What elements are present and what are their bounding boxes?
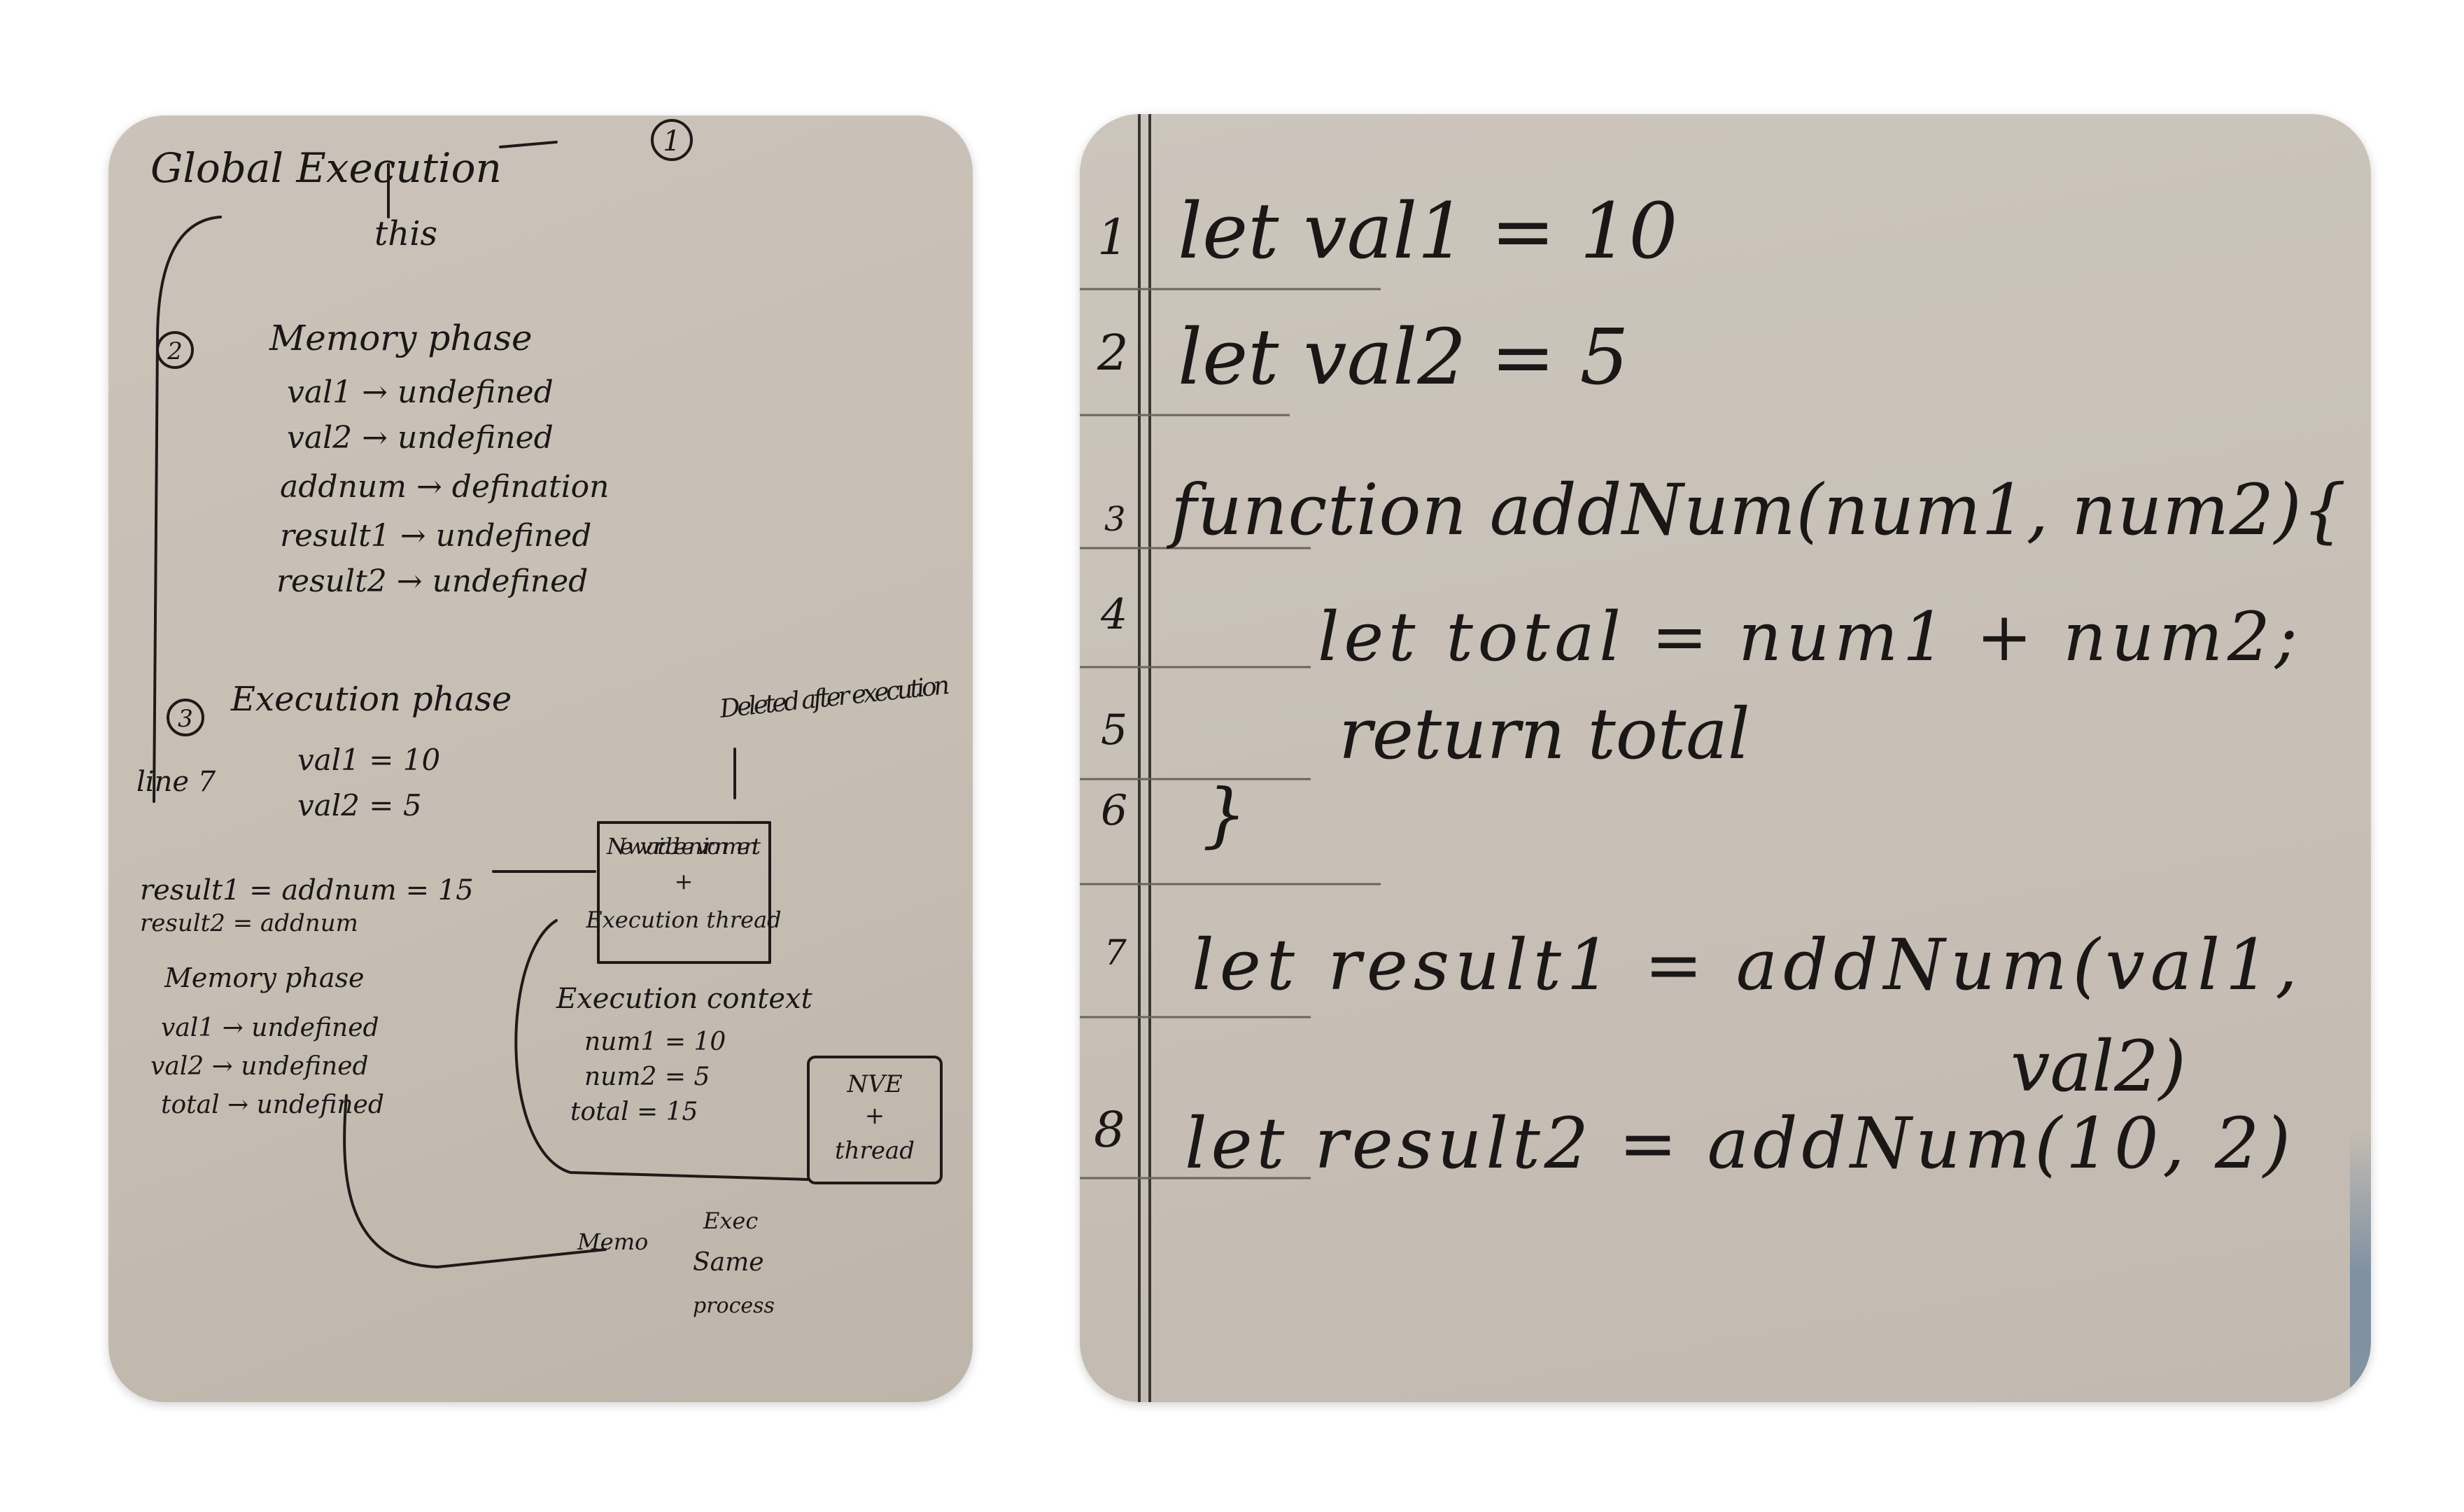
memory-connector <box>343 1094 607 1268</box>
execution-phase-heading: Execution phase <box>230 680 512 719</box>
exec-context-line-1: num1 = 10 <box>584 1028 726 1056</box>
exec-context-line-2: num2 = 5 <box>584 1063 710 1091</box>
line-number-4: 4 <box>1100 590 1127 639</box>
left-notebook-page: Global Execution 1 this 2 Memory phase v… <box>108 115 973 1402</box>
code-line-3: function addNum(num1, num2){ <box>1166 469 2346 551</box>
line-number-2: 2 <box>1097 324 1129 382</box>
footer-note-1: Same <box>693 1248 764 1277</box>
memory-phase-heading: Memory phase <box>269 318 533 358</box>
code-line-1: let val1 = 10 <box>1178 186 1677 276</box>
line-number-7: 7 <box>1104 932 1127 973</box>
code-line-2: let val2 = 5 <box>1178 312 1628 402</box>
code-line-4: let total = num1 + num2; <box>1318 598 2297 676</box>
code-line-6: } <box>1202 774 1247 855</box>
footer-label-exec: Exec <box>703 1208 758 1234</box>
nve-text-1: NVE <box>846 1070 902 1098</box>
box-text-1: New variable environment <box>606 833 761 860</box>
footer-label-memo: Memo <box>577 1228 648 1255</box>
execution-context-heading: Execution context <box>556 983 813 1015</box>
deleted-note: Deleted after execution <box>718 671 951 724</box>
inner-memory-line-1: val1 → undefined <box>161 1014 379 1042</box>
box-text-2: + <box>675 868 694 895</box>
exec-assignment-1: val1 = 10 <box>297 743 440 777</box>
memory-line-3: addnum → defination <box>280 469 610 505</box>
line-ref: line 7 <box>136 766 216 798</box>
memory-phase-marker: 2 <box>167 337 183 365</box>
title-marker: 1 <box>663 125 680 158</box>
memory-line-4: result1 → undefined <box>280 518 591 554</box>
footer-note-2: process <box>693 1294 775 1318</box>
code-line-8: let result2 = addNum(10, 2) <box>1185 1102 2290 1184</box>
code-line-5: return total <box>1339 693 1750 775</box>
loop-arrow <box>153 216 222 803</box>
line-number-8: 8 <box>1094 1101 1125 1158</box>
memory-line-2: val2 → undefined <box>287 420 554 456</box>
line-number-1: 1 <box>1097 209 1129 266</box>
line-number-3: 3 <box>1104 500 1126 539</box>
memory-line-1: val1 → undefined <box>287 374 554 410</box>
exec-assignment-2: val2 = 5 <box>297 788 422 822</box>
execution-phase-marker: 3 <box>178 705 193 733</box>
variable-environment-box <box>597 821 771 964</box>
code-line-7-cont: val2) <box>2011 1026 2186 1107</box>
line-number-6: 6 <box>1101 786 1127 835</box>
nve-text-2: + <box>865 1102 885 1130</box>
inner-memory-heading: Memory phase <box>164 962 364 993</box>
code-line-7: let result1 = addNum(val1, <box>1192 924 2297 1006</box>
execution-phase-marker-circle <box>167 699 204 736</box>
this-label: this <box>374 214 437 253</box>
memory-line-5: result2 → undefined <box>276 564 588 599</box>
global-execution-title: Global Execution <box>150 144 502 192</box>
box-text-3: Execution thread <box>585 906 781 933</box>
nve-text-3: thread <box>835 1137 915 1165</box>
left-page-drawing: Global Execution 1 this 2 Memory phase v… <box>136 119 951 1318</box>
nve-thread-box <box>807 1056 943 1184</box>
right-page-drawing: 1 2 3 4 5 6 7 8 let val1 = 10 let val2 =… <box>1080 114 2346 1402</box>
inner-memory-line-2: val2 → undefined <box>150 1052 369 1081</box>
right-notebook-page: 1 2 3 4 5 6 7 8 let val1 = 10 let val2 =… <box>1080 114 2371 1402</box>
inner-memory-line-3: total → undefined <box>161 1091 384 1119</box>
context-connector <box>514 919 810 1181</box>
memory-phase-marker-circle <box>156 331 194 369</box>
title-marker-circle <box>651 119 693 161</box>
exec-context-line-3: total = 15 <box>570 1098 698 1126</box>
background-edge <box>2350 1129 2371 1402</box>
title-arrow <box>499 141 558 148</box>
result-line-2: result2 = addnum <box>140 909 358 937</box>
line-number-5: 5 <box>1101 706 1127 755</box>
result-line-1: result1 = addnum = 15 <box>140 874 474 906</box>
